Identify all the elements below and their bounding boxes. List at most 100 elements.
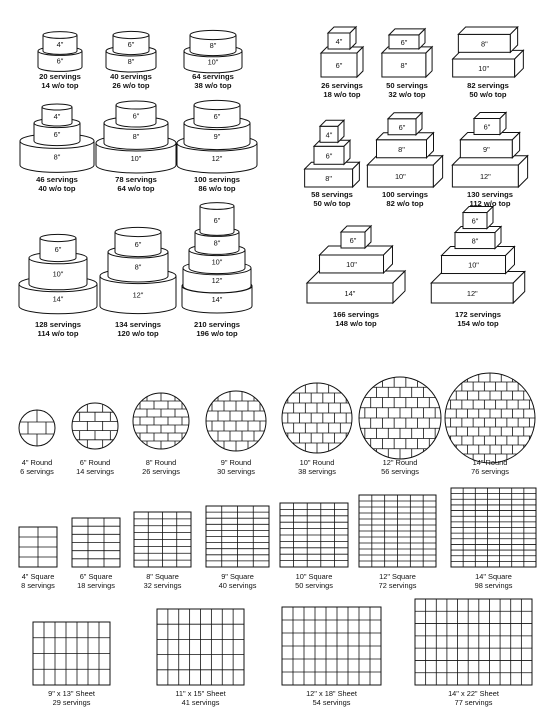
without-top-label: 26 w/o top (112, 81, 149, 90)
without-top-label: 50 w/o top (469, 90, 506, 99)
tier-size-label: 8" (128, 57, 135, 66)
round-tier-side (33, 123, 81, 147)
without-top-label: 148 w/o top (335, 319, 377, 328)
round-tier-top (112, 30, 150, 40)
tier-size-label: 6" (472, 217, 479, 226)
servings-label: 82 servings (467, 81, 509, 90)
square-tier-side (514, 49, 524, 79)
tier-size-label: 8" (325, 174, 332, 183)
tier-size-label: 10" (212, 257, 223, 266)
servings-label: 46 servings (36, 175, 78, 184)
round-tier-side (37, 51, 83, 72)
tier-size-label: 6" (128, 40, 135, 49)
without-top-label: 40 w/o top (38, 184, 75, 193)
tier-size-label: 8" (54, 152, 61, 161)
round-tier-side (95, 143, 177, 174)
without-top-label: 112 w/o top (470, 199, 511, 208)
tier-size-label: 6" (54, 130, 61, 139)
tier-size-label: 10" (395, 172, 406, 181)
cut-size-label: 11" x 15" Sheet (175, 689, 225, 698)
square-tier-top (457, 26, 519, 35)
tier-size-label: 6" (57, 57, 64, 66)
round-outline (358, 376, 442, 460)
square-tier-side (499, 111, 507, 136)
without-top-label: 86 w/o top (198, 184, 235, 193)
cut-size-label: 9" Square (221, 572, 254, 581)
round-tier-side (188, 250, 246, 275)
square-tier-side (517, 154, 529, 189)
tier-size-label: 6" (135, 240, 142, 249)
cut-servings-label: 72 servings (379, 581, 417, 590)
cut-size-label: 8" Square (146, 572, 179, 581)
cut-size-label: 10" Round (300, 458, 335, 467)
cut-servings-label: 77 servings (455, 698, 493, 707)
tier-size-label: 14" (53, 295, 64, 304)
square-tier-side (418, 27, 426, 51)
without-top-label: 196 w/o top (196, 329, 238, 338)
cut-size-label: 4" Square (22, 572, 55, 581)
cut-servings-label: 29 servings (53, 698, 91, 707)
round-tier-side (193, 105, 241, 129)
without-top-label: 120 w/o top (117, 329, 159, 338)
square-tier-side (415, 111, 423, 136)
tier-size-label: 14" (345, 289, 356, 298)
without-top-label: 18 w/o top (323, 90, 360, 99)
square-tier-side (494, 225, 502, 250)
cut-servings-label: 40 servings (219, 581, 257, 590)
without-top-label: 14 w/o top (41, 81, 78, 90)
square-tier-side (364, 224, 372, 250)
tier-size-label: 6" (55, 245, 62, 254)
servings-label: 50 servings (386, 81, 428, 90)
round-tier-top (189, 29, 237, 41)
tier-size-label: 6" (336, 61, 343, 70)
cut-servings-label: 54 servings (313, 698, 351, 707)
tier-size-label: 12" (212, 276, 223, 285)
servings-label: 134 servings (115, 320, 161, 329)
round-tier-side (114, 232, 162, 258)
cut-size-label: 14" Square (475, 572, 512, 581)
cut-grid (19, 410, 55, 446)
tier-size-label: 12" (467, 289, 478, 298)
cut-size-label: 6" Round (80, 458, 111, 467)
round-outline (132, 392, 190, 450)
cut-servings-label: 50 servings (295, 581, 333, 590)
servings-label: 172 servings (455, 310, 501, 319)
tier-size-label: 12" (212, 154, 223, 163)
round-tier-side (115, 105, 157, 128)
without-top-label: 114 w/o top (38, 329, 79, 338)
cut-servings-label: 76 servings (471, 467, 509, 476)
tier-size-label: 10" (53, 269, 64, 278)
tier-size-label: 8" (481, 39, 488, 48)
round-tier-side (181, 286, 253, 314)
square-tier-side (486, 205, 494, 230)
cut-servings-label: 38 servings (298, 467, 336, 476)
tier-size-label: 6" (214, 112, 221, 121)
cut-size-label: 8" Round (146, 458, 177, 467)
without-top-label: 32 w/o top (388, 90, 425, 99)
round-tier-top (115, 100, 157, 110)
round-outline (205, 390, 267, 452)
square-tier-side (343, 139, 351, 166)
without-top-label: 82 w/o top (386, 199, 423, 208)
tier-size-label: 4" (54, 112, 61, 121)
tier-size-label: 8" (133, 132, 140, 141)
cut-servings-label: 14 servings (76, 467, 114, 476)
round-tier-side (99, 276, 177, 315)
